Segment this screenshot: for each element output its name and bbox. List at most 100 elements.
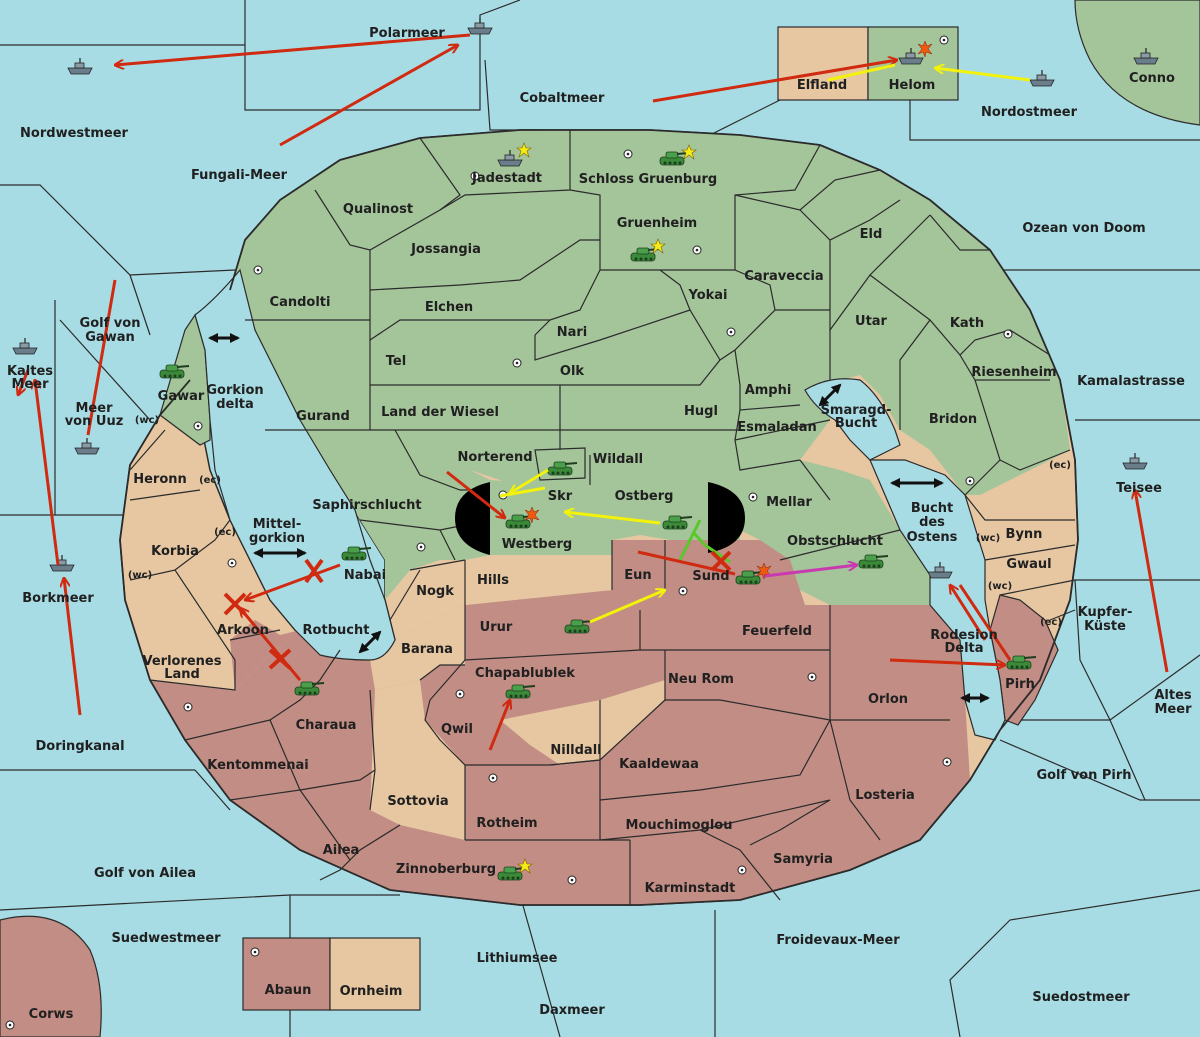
- green-territory: [230, 130, 1070, 495]
- label-conno: Conno: [1129, 71, 1175, 86]
- label-heronn: Heronn: [133, 472, 187, 487]
- label-suedostmeer: Suedostmeer: [1032, 990, 1130, 1005]
- label-karminstadt: Karminstadt: [645, 881, 736, 896]
- label-chapablublek: Chapablublek: [475, 666, 575, 681]
- label-charaua: Charaua: [296, 718, 357, 733]
- label-land-wiesel: Land der Wiesel: [381, 405, 499, 420]
- label-westberg: Westberg: [502, 537, 572, 552]
- label-mittel-2: gorkion: [249, 531, 305, 546]
- label-zinnoberburg: Zinnoberburg: [396, 862, 496, 877]
- label-obstschlucht: Obstschlucht: [787, 534, 883, 549]
- coast-tag-wc: (wc): [988, 581, 1012, 592]
- label-jadestadt: Jadestadt: [471, 171, 542, 186]
- label-caraveccia: Caraveccia: [744, 269, 823, 284]
- label-abaun: Abaun: [265, 983, 312, 998]
- label-sottovia: Sottovia: [387, 794, 448, 809]
- coast-tag-wc: (wc): [128, 570, 152, 581]
- label-kupfer-1: Kupfer-: [1078, 605, 1133, 620]
- label-norterend: Norterend: [457, 450, 532, 465]
- label-golf-pirh: Golf von Pirh: [1036, 768, 1131, 783]
- label-elfland: Elfland: [797, 78, 847, 93]
- label-rodesion-2: Delta: [944, 641, 983, 656]
- label-meer-uuz-2: von Uuz: [65, 414, 124, 429]
- province-borders: [129, 130, 1076, 905]
- label-kaltes-2: Meer: [12, 377, 50, 392]
- elfland-region[interactable]: [777, 26, 869, 101]
- label-jossangia: Jossangia: [410, 242, 481, 257]
- label-utar: Utar: [855, 314, 888, 329]
- label-bridon: Bridon: [929, 412, 977, 427]
- connector-arrows: [208, 333, 990, 703]
- label-nordostmeer: Nordostmeer: [981, 105, 1078, 120]
- label-samyria: Samyria: [773, 852, 833, 867]
- label-teisee: Teisee: [1116, 481, 1162, 496]
- label-verlorenes-2: Land: [164, 667, 200, 682]
- label-ailea: Ailea: [323, 843, 360, 858]
- label-nari: Nari: [557, 325, 588, 340]
- label-ornheim: Ornheim: [340, 984, 403, 999]
- label-pirh: Pirh: [1005, 677, 1035, 692]
- label-riesenheim: Riesenheim: [971, 365, 1056, 380]
- label-tel: Tel: [386, 354, 406, 369]
- label-sund: Sund: [692, 569, 729, 584]
- label-doringkanal: Doringkanal: [35, 739, 124, 754]
- label-gruenheim: Gruenheim: [617, 216, 697, 231]
- label-gawar: Gawar: [158, 389, 205, 404]
- label-lithiumsee: Lithiumsee: [477, 951, 558, 966]
- label-gwaul: Gwaul: [1006, 557, 1051, 572]
- label-rotbucht: Rotbucht: [303, 623, 370, 638]
- label-golf-gawan-2: Gawan: [85, 330, 134, 345]
- label-olk: Olk: [560, 364, 585, 379]
- label-kaaldewaa: Kaaldewaa: [619, 757, 699, 772]
- coast-tag-ec: (ec): [1040, 617, 1062, 628]
- coast-tag-wc: (wc): [135, 415, 159, 426]
- label-bynn: Bynn: [1006, 527, 1043, 542]
- label-neu-rom: Neu Rom: [668, 672, 734, 687]
- label-rodesion-1: Rodesion: [930, 628, 997, 643]
- label-mittel-1: Mittel-: [253, 517, 302, 532]
- label-nogk: Nogk: [416, 584, 454, 599]
- corws-region[interactable]: [0, 915, 102, 1037]
- coast-tag-ec: (ec): [1049, 460, 1071, 471]
- label-saphirschlucht: Saphirschlucht: [312, 498, 421, 513]
- label-altes-1: Altes: [1154, 688, 1192, 703]
- label-smaragd-1: Smaragd-: [821, 403, 892, 418]
- label-nabai: Nabai: [344, 568, 386, 583]
- label-meer-uuz-1: Meer: [76, 401, 114, 416]
- label-nordwestmeer: Nordwestmeer: [20, 126, 128, 141]
- label-gorkion-2: delta: [216, 397, 254, 412]
- label-ostberg: Ostberg: [615, 489, 674, 504]
- label-helom: Helom: [889, 78, 936, 93]
- coast-tags: (wc) (ec) (ec) (wc) (ec) (wc) (wc) (ec): [128, 415, 1071, 628]
- label-smaragd-2: Bucht: [835, 416, 877, 431]
- label-altes-2: Meer: [1155, 702, 1193, 717]
- label-feuerfeld: Feuerfeld: [742, 624, 812, 639]
- label-kamalastrasse: Kamalastrasse: [1077, 374, 1185, 389]
- label-barana: Barana: [401, 642, 453, 657]
- label-corws: Corws: [29, 1007, 74, 1022]
- pass-east: [708, 482, 745, 553]
- label-golf-gawan-1: Golf von: [80, 316, 141, 331]
- label-kath: Kath: [950, 316, 984, 331]
- label-eun: Eun: [624, 568, 651, 583]
- ornheim-region[interactable]: [329, 937, 421, 1011]
- label-verlorenes-1: Verlorenes: [142, 654, 221, 669]
- bucht-des-ostens[interactable]: [869, 459, 1006, 741]
- region-labels: Polarmeer Cobaltmeer Nordwestmeer Fungal…: [7, 26, 1192, 1022]
- label-hills: Hills: [477, 573, 509, 588]
- label-bucht-2: des: [919, 515, 945, 530]
- label-yokai: Yokai: [687, 288, 727, 303]
- label-korbia: Korbia: [151, 544, 199, 559]
- label-cobaltmeer: Cobaltmeer: [520, 91, 605, 106]
- label-kaltes-1: Kaltes: [7, 364, 53, 379]
- label-amphi: Amphi: [745, 383, 792, 398]
- label-suedwestmeer: Suedwestmeer: [111, 931, 221, 946]
- coast-tag-ec: (ec): [199, 475, 221, 486]
- label-skr: Skr: [548, 489, 573, 504]
- label-urur: Urur: [480, 620, 513, 635]
- label-gorkion-1: Gorkion: [206, 383, 263, 398]
- label-kentommenai: Kentommenai: [207, 758, 308, 773]
- coast-tag-wc: (wc): [976, 533, 1000, 544]
- label-hugl: Hugl: [684, 404, 718, 419]
